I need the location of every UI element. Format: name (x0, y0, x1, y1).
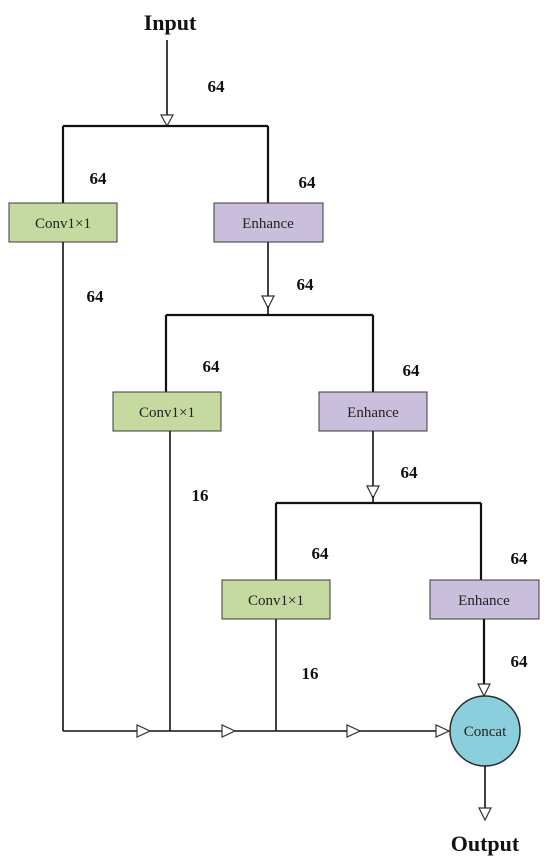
enhance-3-arrow (477, 683, 491, 698)
merge-arrow-4 (435, 724, 451, 738)
label-branch2-in: 64 (297, 275, 315, 294)
enhance-box-2-label: Enhance (347, 405, 399, 421)
label-branch3-conv-in: 64 (312, 544, 330, 563)
input-label: Input (144, 10, 197, 35)
label-branch1-conv-out: 64 (87, 287, 105, 306)
label-branch1-enh-in: 64 (299, 173, 317, 192)
label-branch2-conv-in: 64 (203, 357, 221, 376)
conv-box-2-label: Conv1×1 (139, 405, 195, 421)
enhance-2-arrow (366, 485, 380, 500)
label-branch3-enh-out: 64 (511, 652, 529, 671)
label-branch1-conv-in: 64 (90, 169, 108, 188)
conv-box-1 (8, 202, 118, 243)
label-input-channels: 64 (208, 77, 226, 96)
label-branch2-conv-out: 16 (192, 486, 209, 505)
merge-arrow-3 (346, 724, 362, 738)
label-branch3-in: 64 (401, 463, 419, 482)
conv-box-3 (221, 579, 331, 620)
conv-box-2 (112, 391, 222, 432)
label-branch3-conv-out: 16 (302, 664, 319, 683)
merge-arrow-2 (221, 724, 237, 738)
input-arrow (159, 114, 175, 128)
label-branch2-enh-in: 64 (403, 361, 421, 380)
enhance-box-3-label: Enhance (458, 593, 510, 609)
concat-label: Concat (464, 724, 507, 740)
enhance-1-arrow (261, 295, 275, 310)
output-arrow (478, 807, 492, 822)
conv-box-1-label: Conv1×1 (35, 216, 91, 232)
merge-arrow-1 (136, 724, 152, 738)
enhance-box-2 (318, 391, 428, 432)
label-branch3-enh-in: 64 (511, 549, 529, 568)
conv-box-3-label: Conv1×1 (248, 593, 304, 609)
enhance-box-1-label: Enhance (242, 216, 294, 232)
output-label: Output (451, 831, 520, 856)
